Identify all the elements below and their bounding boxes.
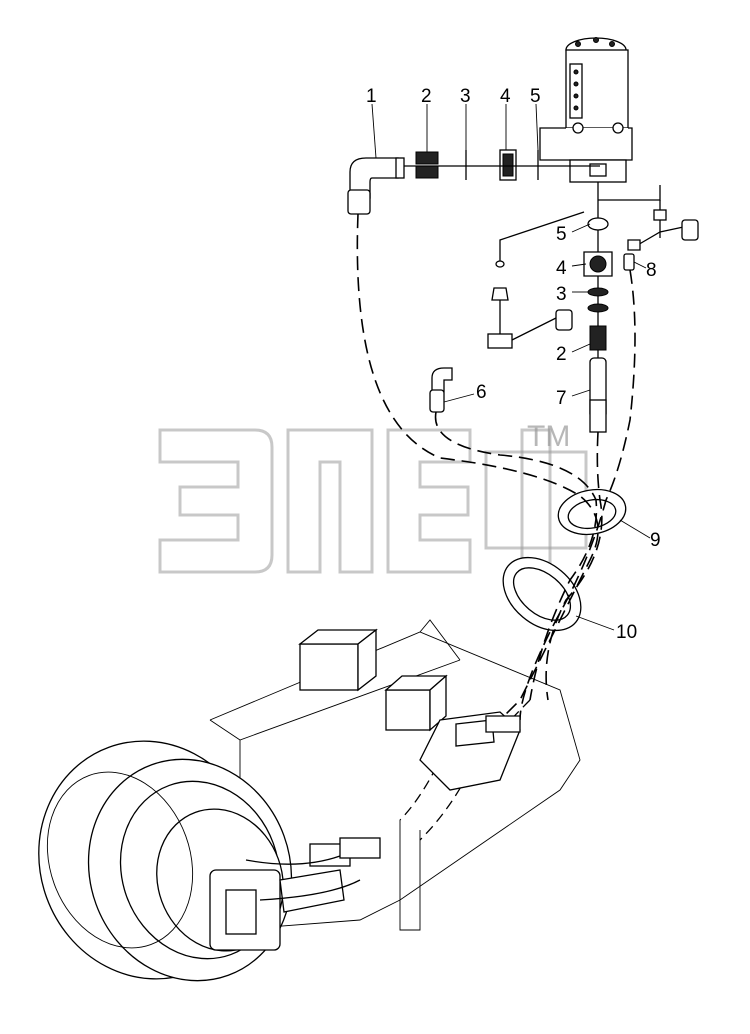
callout-3-lower: 3: [556, 284, 567, 305]
watermark-logo: TM: [158, 420, 588, 574]
watermark-trademark: TM: [527, 420, 570, 453]
vertical-fittings-stack: [583, 182, 613, 433]
track-frame: [209, 619, 581, 931]
swivel-joint: [539, 37, 633, 183]
callout-1: 1: [366, 86, 377, 107]
leader-lines: [371, 103, 651, 631]
callout-6: 6: [476, 382, 487, 403]
callout-7: 7: [556, 388, 567, 409]
callout-4: 4: [500, 86, 511, 107]
callout-9: 9: [650, 530, 661, 551]
callout-10: 10: [616, 622, 637, 643]
upper-fittings-row: [347, 149, 600, 215]
callout-3: 3: [460, 86, 471, 107]
travel-motor: [209, 837, 381, 951]
callout-5: 5: [530, 86, 541, 107]
grommet-10: [502, 556, 582, 632]
callout-8: 8: [646, 260, 657, 281]
left-branch-fittings: [429, 185, 661, 413]
callout-2-lower: 2: [556, 344, 567, 365]
sprocket-wheel: [38, 740, 293, 982]
callout-5-lower: 5: [556, 224, 567, 245]
grommet-9: [557, 488, 627, 536]
callout-2: 2: [421, 86, 432, 107]
right-branch-fittings: [623, 200, 699, 271]
callout-labels: 1 2 3 4 5 5 4 3 2 7 6 8 9 10: [366, 86, 661, 643]
callout-4-lower: 4: [556, 258, 567, 279]
